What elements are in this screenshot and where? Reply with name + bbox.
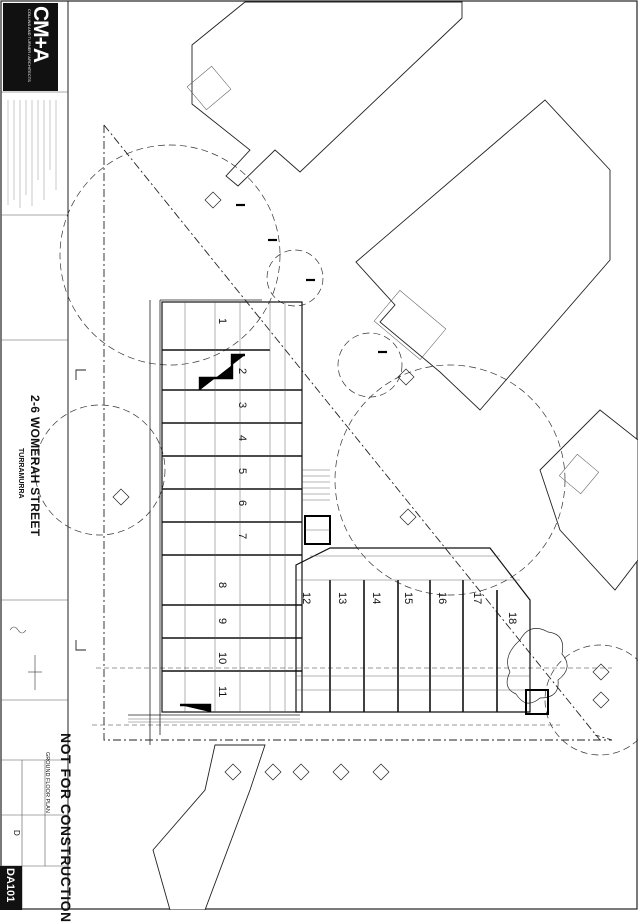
not-for-construction-stamp: NOT FOR CONSTRUCTION [58,733,74,923]
practice-logo [3,3,58,91]
unit-number: 3 [236,402,248,409]
title-block: CM+A COLLINS AND TURNER / ARCHITECTS 2-6… [0,0,68,910]
unit-number: 16 [436,592,448,605]
unit-number: 14 [370,592,382,605]
drawing-number-box [0,866,22,910]
unit-number: 6 [236,500,248,507]
unit-number: 1 [216,318,228,325]
unit-number: 4 [236,435,248,442]
project-suburb: TURRAMURRA [17,448,24,499]
unit-number: 12 [300,592,312,605]
unit-number: 8 [216,582,228,589]
unit-number: 17 [471,592,483,605]
unit-number: 9 [216,618,228,625]
unit-number: 7 [236,533,248,540]
unit-number: 10 [216,652,228,665]
practice-logo-subtitle: COLLINS AND TURNER / ARCHITECTS [27,9,32,82]
unit-number: 13 [336,592,348,605]
revision-letter: D [12,830,21,836]
project-name: 2-6 WOMERAH STREET [28,395,42,537]
unit-number: 5 [236,468,248,475]
unit-number: 18 [506,612,518,625]
unit-number: 2 [236,368,248,375]
drawing-number: DA101 [4,868,16,903]
unit-number: 15 [402,592,414,605]
unit-number: 11 [216,686,228,698]
drawing-title: GROUND FLOOR PLAN [44,752,50,813]
